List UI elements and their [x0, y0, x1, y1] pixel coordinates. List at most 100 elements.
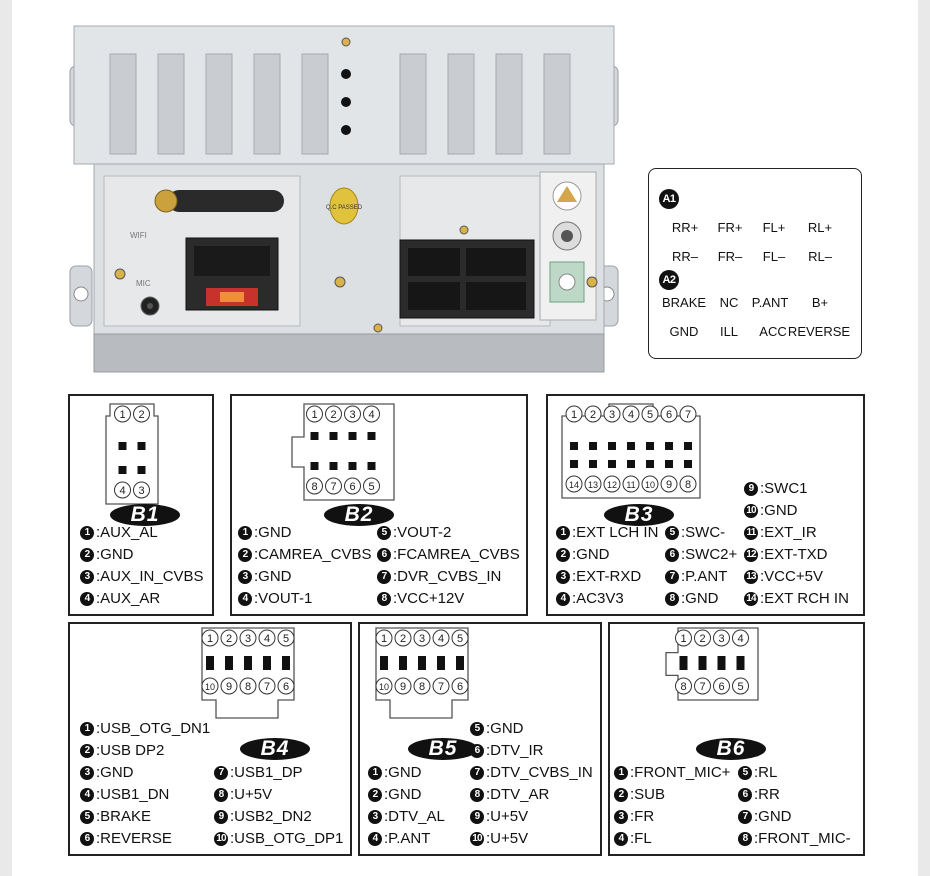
pin-function-label: :DTV_IR	[486, 742, 544, 759]
pin-contact	[627, 442, 635, 450]
pin-contact	[244, 662, 252, 670]
pin-number-badge: 8	[470, 787, 484, 802]
svg-text:2: 2	[226, 633, 232, 645]
pin-function-label: :U+5V	[486, 808, 529, 825]
head-unit-rear-view: WIFI MIC Q.C PASSED	[69, 25, 619, 373]
pin-number-marker: 7	[432, 677, 450, 695]
pin-row-b5: 9:U+5V	[470, 808, 528, 825]
pin-row-b2: 2:CAMREA_CVBS	[238, 546, 372, 563]
pin-number-badge: 5	[377, 525, 391, 540]
pin-number-badge: 9	[470, 809, 484, 824]
svg-text:Q.C PASSED: Q.C PASSED	[326, 205, 363, 211]
pin-number-badge: 4	[238, 591, 252, 606]
a1-pin-label: RL–	[808, 249, 832, 264]
pin-number-badge: 10	[744, 503, 758, 518]
pin-function-label: :AC3V3	[572, 590, 624, 607]
svg-text:1: 1	[311, 409, 317, 421]
pin-number-badge: 6	[470, 743, 484, 758]
pin-row-b4: 2:USB DP2	[80, 742, 164, 759]
chassis-top	[73, 25, 615, 165]
svg-text:8: 8	[245, 681, 251, 693]
a2-pin-label: GND	[669, 324, 699, 339]
pin-row-b3: 7:P.ANT	[665, 568, 727, 585]
pin-number-badge: 9	[744, 481, 758, 496]
heatsink-fins	[109, 53, 571, 155]
pin-number-marker: 9	[220, 677, 238, 695]
pin-contact	[380, 662, 388, 670]
pin-number-badge: 6	[377, 547, 391, 562]
pin-function-label: :DTV_CVBS_IN	[486, 764, 593, 781]
pin-number-badge: 8	[665, 591, 679, 606]
pin-function-label: :SWC2+	[681, 546, 738, 563]
pin-function-label: :GND	[572, 546, 610, 563]
svg-text:9: 9	[400, 681, 406, 693]
pin-number-marker: 2	[694, 629, 711, 647]
pin-function-label: :DTV_AL	[384, 808, 445, 825]
plug-outline	[105, 403, 159, 505]
pin-row-b4: 1:USB_OTG_DN1	[80, 720, 210, 737]
pin-contact	[348, 432, 357, 440]
pin-contact	[437, 656, 445, 664]
pin-number-marker: 5	[732, 677, 749, 695]
svg-text:5: 5	[647, 409, 653, 421]
pin-function-label: :USB_OTG_DN1	[96, 720, 211, 737]
pin-contact	[679, 656, 688, 664]
pin-contact	[698, 656, 707, 664]
pin-number-badge: 1	[556, 525, 570, 540]
pin-row-b6: 8:FRONT_MIC-	[738, 830, 851, 847]
pin-function-label: :U+5V	[230, 786, 273, 803]
pin-row-b2: 8:VCC+12V	[377, 590, 464, 607]
pin-function-label: :GND	[486, 720, 524, 737]
pin-row-b3: 3:EXT-RXD	[556, 568, 641, 585]
pin-contact	[137, 442, 146, 450]
pin-number-marker: 6	[660, 405, 678, 423]
a1-pin-label: RR–	[671, 249, 699, 264]
pin-contact	[627, 460, 635, 468]
pin-number-marker: 10	[201, 677, 219, 695]
pin-number-marker: 12	[603, 475, 621, 493]
pin-contact	[456, 662, 464, 670]
pin-number-badge: 4	[556, 591, 570, 606]
pin-number-marker: 3	[133, 481, 150, 499]
pin-row-b2: 7:DVR_CVBS_IN	[377, 568, 501, 585]
pin-number-marker: 13	[584, 475, 602, 493]
pin-number-marker: 4	[258, 629, 276, 647]
pin-number-marker: 10	[375, 677, 393, 695]
pin-row-b1: 3:AUX_IN_CVBS	[80, 568, 204, 585]
pin-contact	[263, 662, 271, 670]
a2-pin-label: ILL	[719, 324, 739, 339]
pin-contact	[282, 662, 290, 670]
pin-number-marker: 8	[679, 475, 697, 493]
svg-text:4: 4	[628, 409, 634, 421]
pin-number-marker: 7	[694, 677, 711, 695]
pin-number-badge: 10	[214, 831, 228, 846]
pin-function-label: :EXT LCH IN	[572, 524, 659, 541]
pin-row-b3: 4:AC3V3	[556, 590, 624, 607]
pin-row-b4: 8:U+5V	[214, 786, 272, 803]
pin-number-marker: 3	[713, 629, 730, 647]
pin-number-badge: 8	[738, 831, 752, 846]
svg-text:4: 4	[737, 633, 743, 645]
svg-text:3: 3	[349, 409, 355, 421]
svg-text:7: 7	[330, 481, 336, 493]
pin-contact	[329, 432, 338, 440]
pin-function-label: :GND	[96, 764, 134, 781]
pin-number-badge: 2	[80, 743, 94, 758]
pin-contact	[679, 662, 688, 670]
pin-row-b4: 10:USB_OTG_DP1	[214, 830, 343, 847]
pin-contact	[244, 656, 252, 664]
a2-pin-label: ACC	[759, 324, 787, 339]
pin-contact	[698, 662, 707, 670]
pin-number-marker: 2	[220, 629, 238, 647]
pin-contact	[348, 462, 357, 470]
pin-contact	[118, 442, 127, 450]
pin-number-marker: 5	[451, 629, 469, 647]
pin-contact	[717, 662, 726, 670]
svg-text:6: 6	[718, 681, 724, 693]
svg-text:10: 10	[645, 480, 655, 490]
a2-pin-label: NC	[719, 295, 739, 310]
